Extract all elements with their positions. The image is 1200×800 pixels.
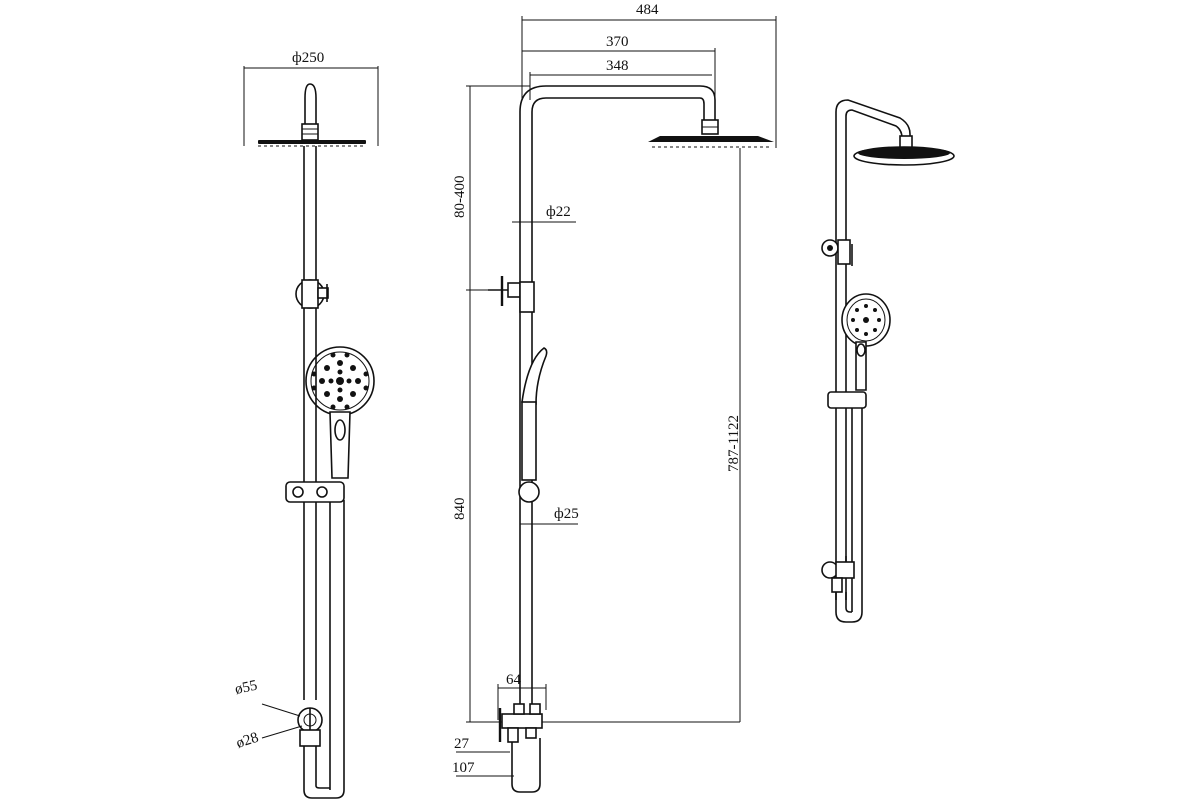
perspective-view <box>821 99 955 623</box>
bar-length-label: 840 <box>452 498 468 521</box>
top-adjust-label: 80-400 <box>452 176 468 219</box>
lower-pipe-label: ф25 <box>554 506 579 522</box>
wall-bracket-side <box>488 276 535 313</box>
hand-shower-side <box>518 347 548 503</box>
pipe-diameter-leaders: ф22 ф25 <box>512 204 579 525</box>
side-view: 484 370 348 80-400 840 787-1122 <box>452 2 777 793</box>
upper-pipe-label: ф22 <box>546 204 571 220</box>
front-view: ф250 <box>234 50 379 799</box>
diameter-leaders: ø55 ø28 <box>234 678 303 752</box>
mixer-offset-small-label: 27 <box>454 736 470 752</box>
hand-shower <box>305 346 375 479</box>
mixer-side: 64 27 107 <box>452 672 547 793</box>
outlet-diameter-label: ø55 <box>234 678 259 698</box>
head-diameter-label: ф250 <box>292 50 324 66</box>
bracket-perspective <box>821 239 853 266</box>
height-dimensions-left: 80-400 840 <box>452 85 740 723</box>
total-width-label: 484 <box>636 2 659 18</box>
arm-inner-label: 348 <box>606 58 629 74</box>
width-dimensions: 484 370 348 <box>521 2 777 148</box>
head-height-label: 787-1122 <box>726 415 742 472</box>
mixer-outlet <box>297 707 345 799</box>
hand-shower-perspective <box>841 293 891 391</box>
slide-bar <box>303 330 345 790</box>
arm-outer-label: 370 <box>606 34 629 50</box>
diverter-bracket <box>295 279 329 309</box>
rain-shower-head <box>258 123 366 147</box>
bar-perspective <box>827 391 867 612</box>
rain-head-side <box>648 136 774 148</box>
sliding-holder <box>285 481 345 503</box>
mixer-offset-large-label: 107 <box>452 760 475 776</box>
mixer-width-label: 64 <box>506 672 522 688</box>
head-diameter-dimension: ф250 <box>243 50 379 146</box>
inlet-diameter-label: ø28 <box>234 730 260 752</box>
rain-head-perspective <box>853 146 955 166</box>
mixer-perspective <box>821 556 863 623</box>
shower-column <box>519 85 719 720</box>
head-height-dimension: 787-1122 <box>726 148 742 722</box>
